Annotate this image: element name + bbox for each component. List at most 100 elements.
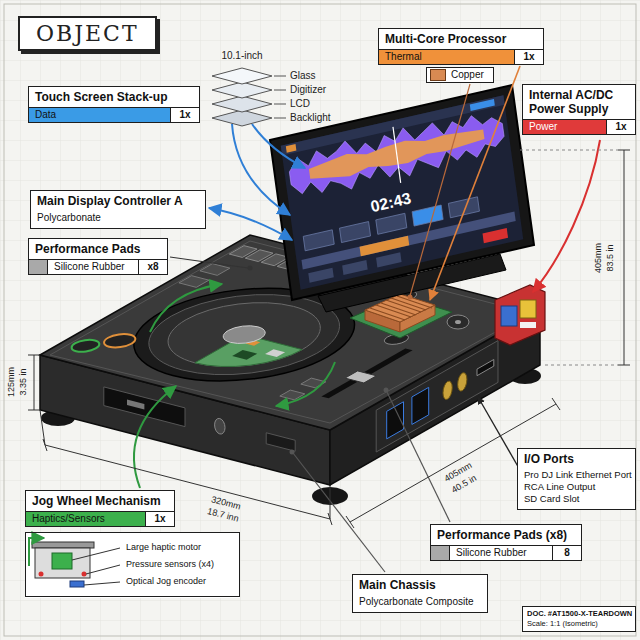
deck-controls xyxy=(265,349,285,357)
front-panel xyxy=(104,387,295,455)
part-name: Internal AC/DC Power Supply xyxy=(523,85,635,119)
doc-stamp: DOC. #AT1500-X-TEARDOWNScale: 1:1 (Isome… xyxy=(522,606,636,632)
dimension: 405mm xyxy=(593,243,603,273)
screen-display xyxy=(483,228,509,243)
quantity: 1x xyxy=(145,512,174,526)
leader-lines xyxy=(134,386,176,488)
jog-mechanism-inset xyxy=(52,553,72,569)
touch-screen xyxy=(270,85,534,300)
screen-display xyxy=(470,99,495,111)
dimension: 125mm xyxy=(6,367,16,397)
touch-screen xyxy=(270,85,534,312)
category-band: Data1x xyxy=(29,107,199,122)
callout-box: Main Display Controller APolycarbonate xyxy=(30,190,206,229)
jog-mechanism-inset xyxy=(35,548,90,578)
jog-mechanism-inset xyxy=(70,581,84,587)
deck-controls xyxy=(137,291,352,377)
leader-lines xyxy=(248,266,253,271)
callout-box: Multi-Core ProcessorThermal1x xyxy=(378,28,544,65)
screen-layer-stack xyxy=(274,76,286,118)
category: Data xyxy=(29,108,170,122)
deck-controls xyxy=(66,338,105,354)
dimension: 83.5 in xyxy=(605,244,615,271)
callout-box: Jog Wheel MechanismHaptics/Sensors1x xyxy=(25,490,175,527)
callout-box: Performance Pads (x8)Silicone Rubber8 xyxy=(430,524,582,561)
screen-layer-stack xyxy=(212,68,286,126)
leader-lines xyxy=(252,124,305,168)
jog-mechanism-inset xyxy=(39,572,44,577)
screen-display xyxy=(376,213,407,234)
front-panel xyxy=(127,400,144,410)
leader-lines xyxy=(533,140,600,292)
jog-mechanism-inset xyxy=(25,532,240,598)
layer-name: Glass xyxy=(290,70,316,82)
category: Thermal xyxy=(379,50,514,64)
screen-display xyxy=(340,222,371,243)
doc-reference: DOC. #AT1500-X-TEARDOWN xyxy=(527,609,631,619)
jog-mechanism-inset xyxy=(72,548,120,585)
screen-display xyxy=(308,123,485,185)
material: Copper xyxy=(451,69,484,81)
paper-background xyxy=(4,4,636,636)
deck-controls xyxy=(321,348,412,398)
material-swatch xyxy=(430,69,446,81)
screen-display xyxy=(301,212,515,270)
io-port-panel xyxy=(477,360,494,376)
power-supply-cutaway xyxy=(520,300,536,318)
doc-reference: Scale: 1:1 (Isometric) xyxy=(527,619,631,629)
screen-display xyxy=(376,252,402,267)
quantity: 1x xyxy=(606,120,635,134)
jog-mechanism-inset xyxy=(32,542,94,548)
port-name: RCA Line Output xyxy=(518,481,635,493)
callout-box: I/O PortsPro DJ Link Ethernet PortRCA Li… xyxy=(517,448,636,510)
leader-lines xyxy=(384,388,389,393)
dimension-lines xyxy=(28,355,40,410)
io-port-panel xyxy=(458,370,467,393)
screen-display xyxy=(448,197,479,218)
deck-controls xyxy=(232,350,257,360)
dimension-lines xyxy=(520,150,618,365)
inset-box: Large haptic motorPressure sensors (x4)O… xyxy=(25,532,240,597)
copper-heatsink xyxy=(455,320,461,324)
category: Silicone Rubber xyxy=(450,546,552,560)
deck-controls xyxy=(179,276,209,288)
screen-display xyxy=(281,95,523,290)
screen-layer-stack xyxy=(212,68,272,84)
leader-lines xyxy=(209,208,292,240)
part-name: Jog Wheel Mechanism xyxy=(26,491,174,511)
leader-lines xyxy=(386,390,450,522)
category-band: Silicone Rubberx8 xyxy=(29,259,167,274)
callout-box: Copper xyxy=(426,67,494,83)
deck-controls xyxy=(98,332,142,350)
part-name: Main Chassis xyxy=(353,575,487,595)
callout-box: Touch Screen Stack-upData1x xyxy=(28,86,200,123)
leader-lines xyxy=(150,284,222,332)
power-supply-cutaway xyxy=(495,285,545,345)
leader-lines xyxy=(232,124,290,215)
port-name: SD Card Slot xyxy=(518,493,635,509)
category-band: Haptics/Sensors1x xyxy=(26,511,174,526)
leader-lines xyxy=(170,257,248,268)
dimension-lines xyxy=(618,150,630,365)
screen-display xyxy=(281,95,523,290)
category: Power xyxy=(523,120,606,134)
material-swatch xyxy=(431,546,450,560)
leader-lines xyxy=(478,397,520,470)
part-name: Performance Pads xyxy=(29,239,167,259)
front-panel xyxy=(215,417,225,435)
component-label: Large haptic motor xyxy=(126,539,233,556)
leader-lines xyxy=(276,362,335,406)
callout-box: Main ChassisPolycarbonate Composite xyxy=(352,574,488,613)
material-swatch xyxy=(29,260,48,274)
front-panel xyxy=(266,433,295,452)
screen-size: 10.1-inch xyxy=(221,50,262,62)
callout-box: Performance PadsSilicone Rubberx8 xyxy=(28,238,168,275)
screen-display xyxy=(360,236,410,257)
screen-display xyxy=(342,260,368,275)
category-band: Thermal1x xyxy=(379,49,543,64)
diagram-title: OBJECT xyxy=(18,16,157,51)
material: Polycarbonate xyxy=(31,211,205,228)
